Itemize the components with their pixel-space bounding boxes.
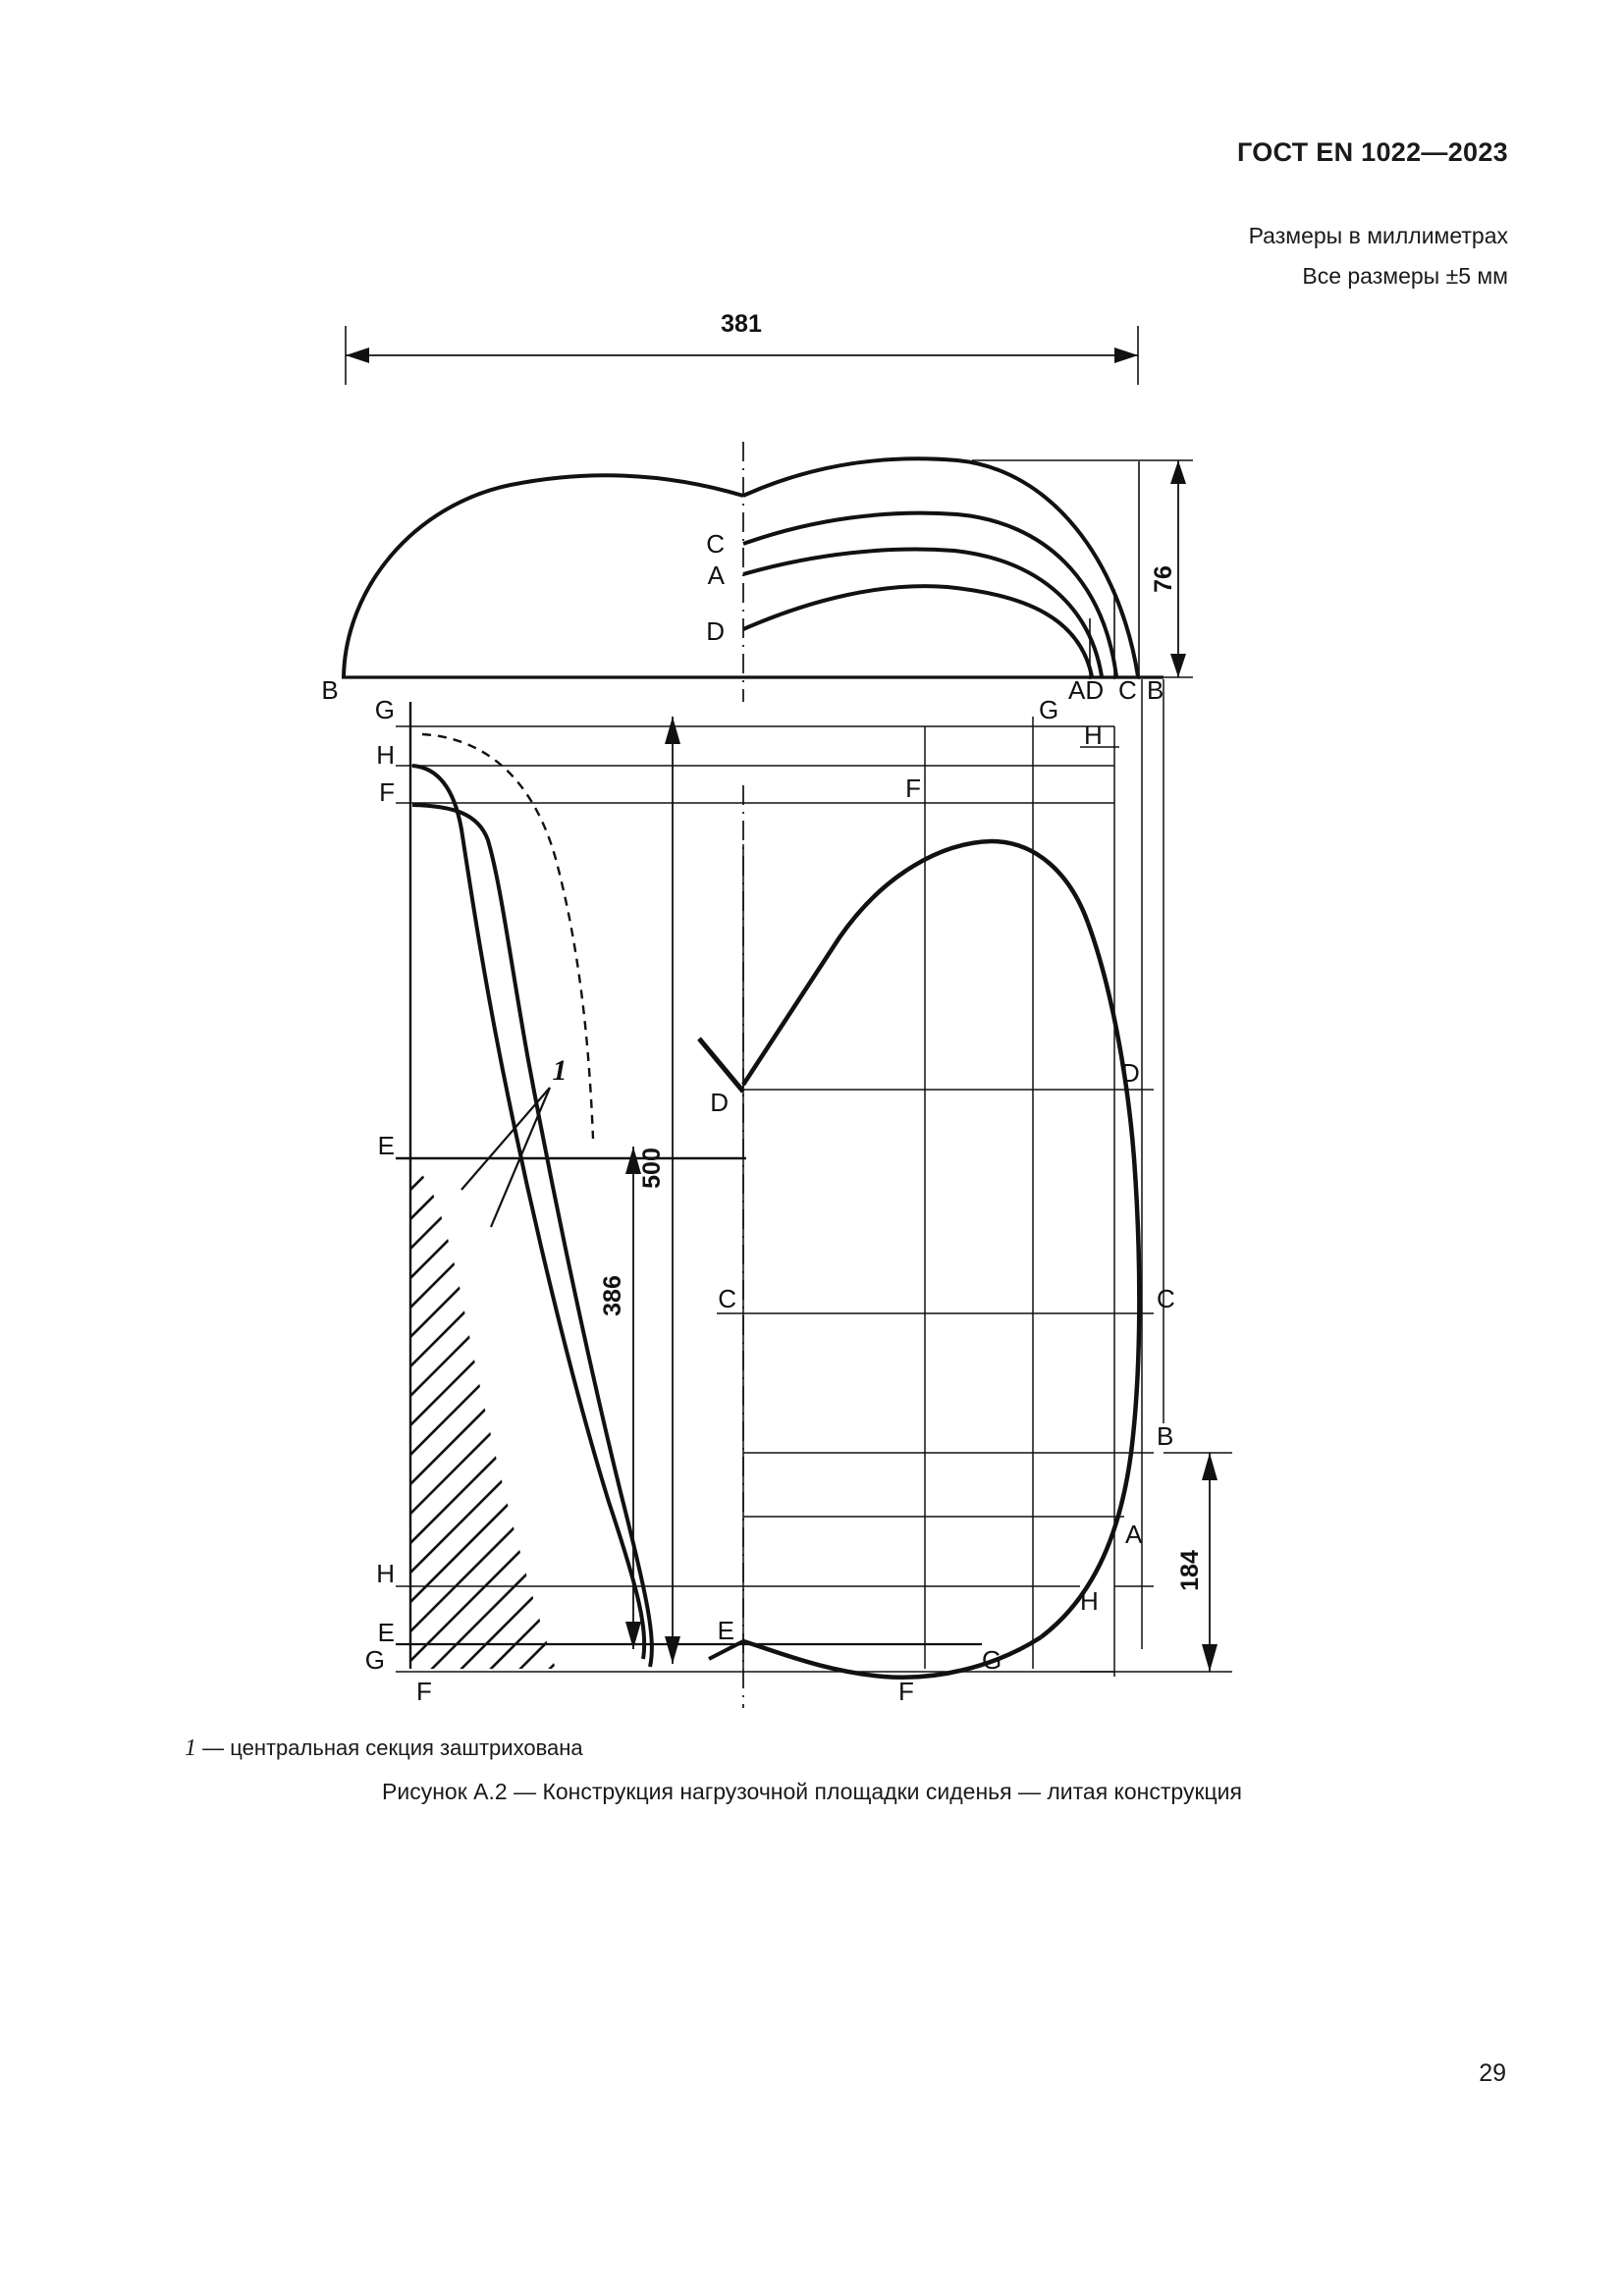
- plan-label-b-right: B: [1157, 1421, 1173, 1451]
- arrowhead-bottom-500: [665, 1636, 680, 1664]
- dim-label-381: 381: [721, 310, 762, 338]
- standard-title: ГОСТ EN 1022—2023: [1236, 137, 1508, 167]
- side-label-f-bottom: F: [416, 1677, 432, 1706]
- plan-label-f-upper: F: [905, 774, 921, 803]
- arrowhead-left-381: [346, 347, 369, 363]
- plan-label-c-right: C: [1157, 1284, 1175, 1313]
- plan-label-d-right: D: [1121, 1058, 1140, 1088]
- arrowhead-top-500: [665, 717, 680, 744]
- plan-label-h-top-right: H: [1084, 721, 1103, 750]
- front-profile-a: [742, 547, 1104, 677]
- side-label-h-upper: H: [376, 740, 395, 770]
- front-label-c: C: [706, 529, 725, 559]
- plan-label-h-bottom-right: H: [1080, 1586, 1099, 1616]
- legend-marker: 1: [185, 1735, 196, 1761]
- side-profile-inner: [411, 803, 654, 1668]
- page-number: 29: [1479, 2059, 1506, 2087]
- arrowhead-top-184: [1202, 1453, 1218, 1480]
- side-view-dashed-profile: [421, 732, 595, 1140]
- units-note-line-2: Все размеры ±5 мм: [1302, 263, 1508, 289]
- dim-label-500: 500: [638, 1148, 666, 1189]
- side-profile-outer: [411, 764, 647, 1660]
- plan-label-d-notch: D: [710, 1088, 729, 1117]
- side-label-h-lower: H: [376, 1559, 395, 1588]
- callout-leader-1: [489, 1087, 552, 1228]
- figure-legend-note: 1 — центральная секция заштрихована: [185, 1735, 583, 1762]
- front-label-ad-right: AD: [1068, 675, 1104, 705]
- side-label-f-upper: F: [379, 777, 395, 807]
- section-hatching: [411, 1166, 556, 1669]
- front-profile-left: [342, 473, 744, 677]
- front-label-b-left: B: [321, 675, 338, 705]
- plan-view-group: [396, 679, 1232, 1708]
- arrowhead-top-386: [625, 1147, 641, 1174]
- technical-drawing-figure: 381 76 B C A D AD C B G H F E H E G F 1 …: [0, 294, 1624, 1718]
- callout-label-1: 1: [553, 1054, 568, 1087]
- front-label-d: D: [706, 616, 725, 646]
- plan-profile-bottom: [742, 1635, 1043, 1680]
- dim-label-184: 184: [1176, 1550, 1204, 1591]
- plan-label-e-bottom: E: [718, 1616, 734, 1645]
- plan-label-g-bottom-right: G: [982, 1645, 1001, 1675]
- side-label-e-mid: E: [378, 1131, 395, 1160]
- notch-v-left: [697, 1037, 745, 1094]
- callout-leader-1b: [460, 1087, 551, 1191]
- plan-profile-upper-left: [741, 838, 1091, 1087]
- dim-label-386: 386: [599, 1275, 626, 1316]
- arrowhead-right-381: [1114, 347, 1138, 363]
- units-note-line-1: Размеры в миллиметрах: [1248, 223, 1508, 248]
- plan-e-tick: [708, 1639, 744, 1661]
- plan-label-c-center: C: [718, 1284, 736, 1313]
- dim-label-76: 76: [1150, 565, 1177, 593]
- front-profile-d: [742, 584, 1094, 677]
- front-profile-outer-b: [742, 456, 1140, 677]
- side-label-g-lower: G: [365, 1645, 385, 1675]
- front-label-a: A: [708, 561, 726, 590]
- side-label-e-lower: E: [378, 1618, 395, 1647]
- arrowhead-top-76: [1170, 460, 1186, 484]
- figure-caption: Рисунок А.2 — Конструкция нагрузочной пл…: [382, 1779, 1242, 1804]
- arrowhead-bottom-386: [625, 1622, 641, 1649]
- drawing-canvas: 381 76 B C A D AD C B G H F E H E G F 1 …: [321, 310, 1232, 1708]
- arrowhead-bottom-76: [1170, 654, 1186, 677]
- front-label-c-right: C: [1118, 675, 1137, 705]
- front-profile-c: [742, 510, 1118, 677]
- side-label-g-top: G: [375, 695, 395, 724]
- arrowhead-bottom-184: [1202, 1644, 1218, 1672]
- front-label-b-right: B: [1147, 675, 1164, 705]
- plan-profile-right: [1039, 922, 1142, 1639]
- front-view-group: [342, 326, 1193, 702]
- hatch-region-outline: [410, 1166, 550, 1669]
- legend-text: — центральная секция заштрихована: [202, 1735, 583, 1760]
- plan-label-f-bottom: F: [898, 1677, 914, 1706]
- plan-label-a-right: A: [1125, 1520, 1143, 1549]
- plan-label-g-top: G: [1039, 695, 1058, 724]
